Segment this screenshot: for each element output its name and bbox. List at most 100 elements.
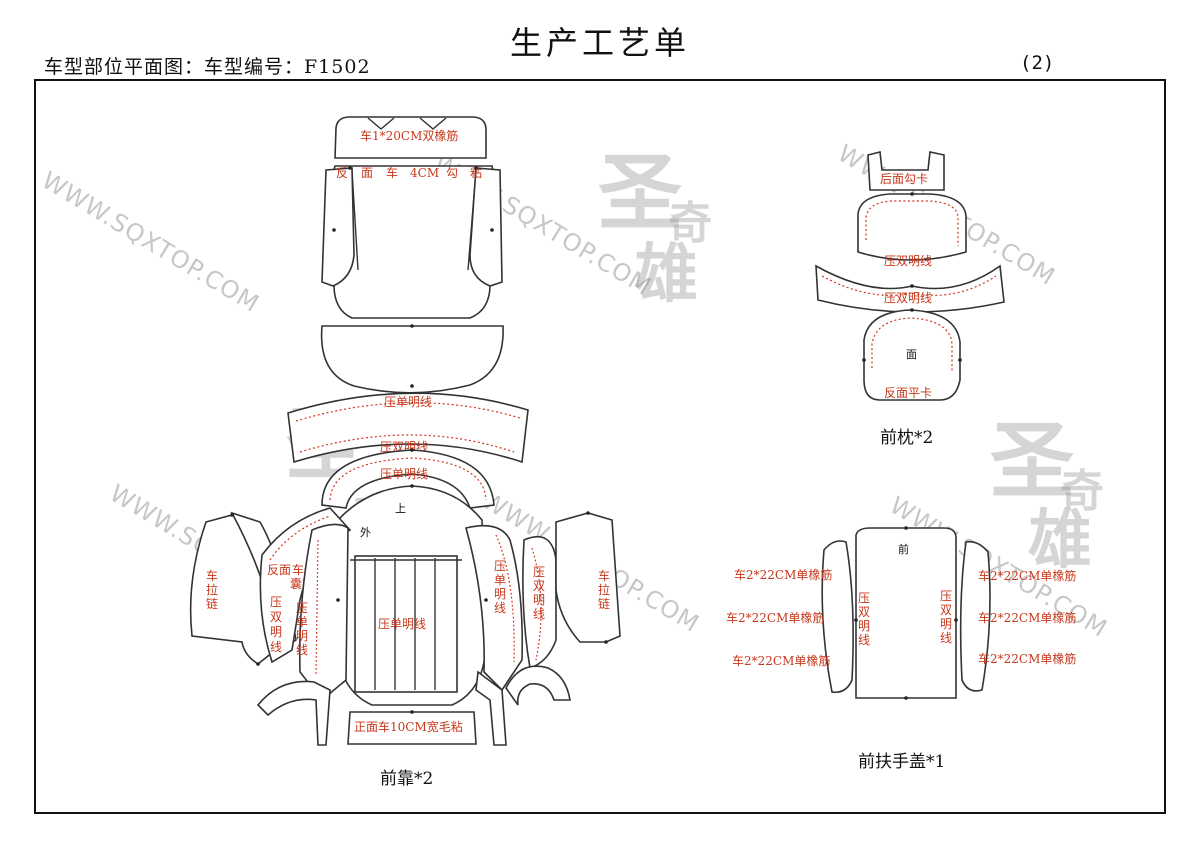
pillow-reverse-clip-label: 反面平卡: [884, 386, 932, 400]
double-char: 线: [270, 640, 282, 654]
right-single-labels: 压 单 明 线: [494, 559, 506, 615]
left-mid-seam: [269, 515, 331, 561]
upper-back-panel: [332, 165, 494, 319]
front-backrest-caption: 前靠*2: [380, 769, 433, 789]
armrest-top-panel: [855, 527, 957, 699]
double-char: 双: [858, 605, 870, 619]
double-char: 双: [533, 579, 545, 593]
hook-loop-char: 反: [336, 166, 348, 180]
watermark-logo-1: 圣 奇 雄: [598, 143, 712, 312]
pillow-top-piece: [857, 193, 967, 261]
pillow-double-label-2: 压双明线: [884, 291, 932, 305]
double-char: 压: [940, 589, 952, 603]
armrest-elastic-right-3: 车2*22CM单橡筋: [978, 651, 1076, 666]
single-char: 压: [494, 559, 506, 573]
double-char: 压: [270, 595, 282, 609]
pillow-back-hook-label: 后面勾卡: [880, 172, 928, 186]
page-title: 生产工艺单: [509, 24, 690, 62]
logo-char: 奇: [1060, 466, 1104, 517]
armrest-elastic-left-1: 车2*22CM单橡筋: [734, 567, 832, 582]
backrest-notch-dots: [230, 166, 608, 714]
zipper-char: 链: [206, 596, 218, 611]
double-char: 压: [533, 565, 545, 579]
logo-char: 奇: [668, 198, 712, 249]
front-armrest-group: 前 压 双 明 线 压 双 明 线 车2*22CM单橡筋 车2*22CM单橡筋 …: [726, 526, 1076, 772]
armrest-elastic-left-2: 车2*22CM单橡筋: [726, 610, 824, 625]
bottom-velcro-strip: [347, 711, 477, 745]
pillow-wing-seam: [821, 275, 997, 296]
pillow-face-seam: [871, 317, 953, 372]
armrest-left-side-piece: [821, 540, 854, 694]
front-pillow-group: 后面勾卡 压双明线 压双明线 面 反面平卡 前枕*2: [815, 151, 1005, 448]
right-zipper-piece: [555, 512, 621, 643]
drawing-frame: [34, 79, 1166, 814]
single-char: 明: [296, 629, 308, 643]
left-handle-piece: [256, 680, 331, 746]
hook-loop-labels: 反 面 车 4CM 勾 粘: [336, 165, 482, 180]
double-char: 压: [858, 591, 870, 605]
single-char: 线: [296, 643, 308, 657]
bowl-piece: [320, 325, 504, 394]
armrest-elastic-right-2: 车2*22CM单橡筋: [978, 610, 1076, 625]
zipper-char: 拉: [206, 582, 218, 597]
center-channel-block: [354, 555, 458, 693]
left-inner-seam: [315, 539, 319, 677]
double-char: 线: [533, 607, 545, 621]
hook-loop-char: 勾: [446, 166, 458, 180]
right-inner-seam: [495, 534, 515, 663]
pillow-double-label-1: 压双明线: [884, 254, 932, 268]
right-curl-piece: [505, 665, 571, 706]
left-zipper-labels: 车 拉 链: [206, 568, 218, 611]
top-elastic-label: 车1*20CM双橡筋: [360, 128, 458, 143]
double-char: 双: [940, 603, 952, 617]
armrest-right-double-labels: 压 双 明 线: [940, 589, 952, 645]
single-seam-band: [287, 392, 529, 464]
watermark-url-1: WWW.SQXTOP.COM: [37, 166, 264, 318]
zipper-char: 车: [598, 568, 610, 583]
armrest-elastic-left-3: 车2*22CM单橡筋: [732, 653, 830, 668]
band-seam-top: [295, 402, 521, 422]
logo-char: 圣: [598, 143, 682, 242]
logo-char: 雄: [1028, 503, 1092, 578]
armrest-front-label: 前: [898, 542, 909, 556]
double-char: 线: [940, 631, 952, 645]
hook-loop-char: 4CM: [410, 166, 439, 180]
right-handle-piece: [475, 670, 507, 746]
double-char: 明: [533, 593, 545, 607]
left-single-labels: 压 单 明 线: [296, 601, 308, 657]
page-number: (2): [1020, 52, 1055, 74]
pillow-back-hook-piece: [867, 151, 945, 191]
armrest-left-double-labels: 压 双 明 线: [858, 591, 870, 647]
front-backrest-group: 车1*20CM双橡筋 反 面 车 4CM 勾 粘 压单明线 压双明线 压单明线: [189, 116, 621, 789]
front-pillow-caption: 前枕*2: [880, 428, 933, 448]
left-double-labels: 压 双 明 线: [270, 595, 282, 654]
single-char: 线: [494, 601, 506, 615]
single-char: 单: [494, 573, 506, 587]
right-mid-piece: [522, 535, 557, 670]
double-char: 双: [270, 610, 282, 624]
armrest-notch-dots: [854, 526, 958, 700]
outer-label: 外: [360, 526, 371, 539]
zipper-char: 车: [206, 568, 218, 583]
double-char: 明: [270, 625, 282, 639]
double-char: 明: [858, 619, 870, 633]
pillow-wing-piece: [815, 264, 1005, 313]
reverse-label: 反面: [267, 563, 291, 577]
logo-char: 圣: [990, 411, 1074, 510]
right-mid-seam: [531, 547, 542, 661]
upper-left-wing: [321, 167, 355, 287]
double-char: 明: [940, 617, 952, 631]
right-zipper-labels: 车 拉 链: [598, 568, 610, 611]
model-subtitle: 车型部位平面图：车型编号：F1502: [44, 56, 371, 78]
hook-loop-char: 面: [361, 166, 373, 180]
arch-single-label: 压单明线: [380, 467, 428, 481]
pillow-notch-dots: [862, 192, 962, 362]
band-single-label: 压单明线: [384, 395, 432, 409]
bottom-velcro-label: 正面车10CM宽毛粘: [354, 719, 463, 734]
right-inner-piece: [465, 524, 524, 692]
watermark-logo-2: 圣 奇 雄: [990, 411, 1104, 578]
hook-loop-char: 粘: [470, 165, 482, 180]
band-seam-bottom: [299, 434, 515, 453]
center-top-label: 上: [395, 502, 406, 515]
